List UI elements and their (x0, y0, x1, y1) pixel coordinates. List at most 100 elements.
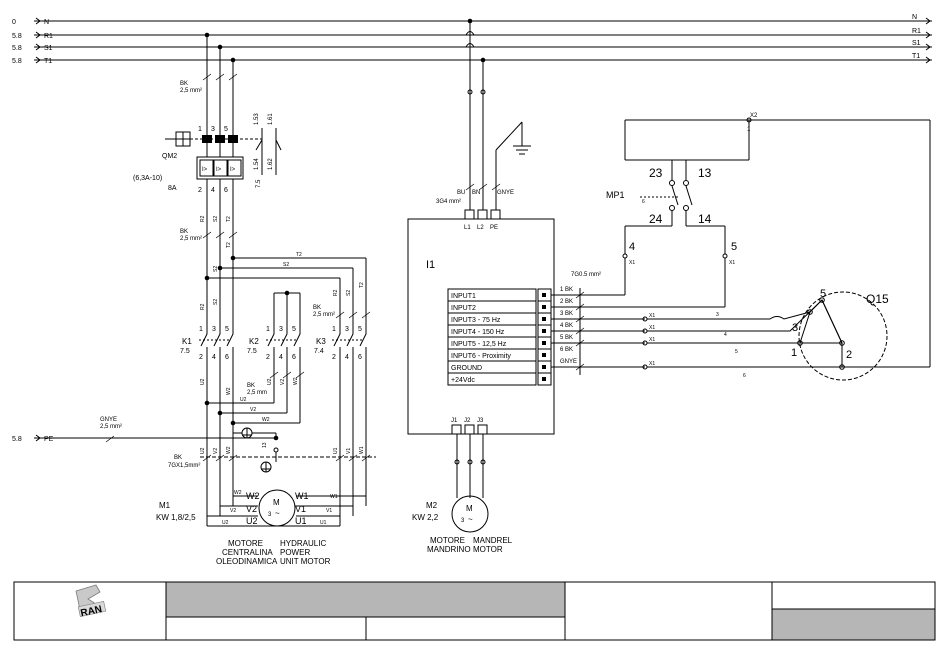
wire-label: 3 BK (560, 311, 573, 317)
cable-color: BK (180, 81, 188, 87)
contact-number: 1 (332, 326, 336, 333)
contact-number: 4 (279, 354, 283, 361)
cable-section: 2,5 mm² (313, 312, 335, 318)
rotary-name: Q15 (866, 292, 889, 306)
wire-label: S2 (213, 266, 219, 272)
motor-terminal: W2 (246, 491, 260, 501)
contact-number: 4 (212, 354, 216, 361)
drive-input-label: INPUT1 (451, 293, 476, 300)
wire-label: S2 (346, 290, 352, 296)
motor-caption: MOTORE (430, 536, 465, 545)
motor-name: M2 (426, 501, 438, 510)
motor-symbol: M (273, 498, 280, 507)
contact-number: 5 (292, 326, 296, 333)
selector-mp1: MP1 6 23 13 24 14 (606, 160, 712, 226)
aux-contact-label: 1.54 (254, 158, 260, 170)
motor-terminal: U1 (295, 516, 307, 526)
cable-section: 7G0.5 mm² (571, 272, 601, 278)
cable-section: 2,5 mm² (180, 236, 202, 242)
contactor-name: K1 (182, 337, 192, 346)
motor-caption: MOTOR (473, 545, 503, 554)
svg-text:~: ~ (275, 509, 280, 518)
wire-label: V2 (250, 407, 256, 413)
supply-label-s1: S1 (44, 45, 53, 52)
wire-label: U2 (200, 447, 206, 454)
cable-color: BK (174, 455, 182, 461)
motor-caption: MANDRINO (427, 545, 471, 554)
wire-color: BU (457, 190, 465, 196)
rotary-position: 3 (792, 322, 798, 334)
wire-color: BN (472, 190, 480, 196)
drive-terminal: J1 (451, 418, 458, 424)
wire-label: T2 (226, 242, 232, 248)
motor-phase: 3 (268, 512, 272, 518)
drive-terminal-strip (537, 288, 552, 386)
pe-label: PE (44, 436, 54, 443)
drive-terminal: L2 (477, 225, 484, 231)
motor-symbol: M (466, 504, 473, 513)
supply-label-n: N (44, 19, 49, 26)
motor-m2: M 3 ~ M2 KW 2,2 MOTORE MANDRINO MANDREL … (412, 495, 513, 554)
motor-wiring: U2 W2 U2 V2 W2 U2 V2 W2 BK 2,5 mm 13 (12, 362, 376, 527)
drive-input-label: INPUT6 - Proximity (451, 353, 511, 360)
wire-label: GNYE (560, 359, 577, 365)
supply-ref: 5.8 (12, 33, 22, 40)
wire-label: W2 (234, 490, 242, 496)
motor-terminal: U2 (246, 516, 258, 526)
selector-contact: 24 (649, 212, 663, 226)
supply-line-r1: 5.8 R1 R1 (12, 28, 932, 40)
supply-line-t1: 5.8 T1 T1 (12, 53, 932, 65)
contactor-k3: K3 7.4 1 3 5 2 4 6 (314, 325, 367, 362)
logo-text: RAN (80, 604, 103, 619)
drive-input-label: INPUT2 (451, 305, 476, 312)
wire-label: T2 (296, 252, 302, 258)
supply-label-n-right: N (912, 14, 917, 21)
motor-name: M1 (159, 501, 171, 510)
cable-section: 3G4 mm² (436, 199, 461, 205)
breaker-qm2: BK 2,5 mm² 1 3 5 I> I> I> QM2 (6,3A-10) … (133, 35, 282, 195)
wire-label: W2 (262, 417, 270, 423)
cable-section: 2,5 mm² (100, 424, 122, 430)
svg-text:I>: I> (216, 167, 222, 173)
terminal-number: 4 (211, 187, 215, 194)
breaker-name: QM2 (162, 153, 177, 160)
motor-terminal: V1 (295, 504, 306, 514)
wire-number: 4 (724, 332, 727, 338)
wire-label: 2 BK (560, 299, 573, 305)
motor-m1: M 3 ~ W2 W1 V2 V1 U2 U1 M1 KW 1,8/2,5 MO… (156, 489, 331, 566)
aux-contact-label: 1.62 (268, 158, 274, 170)
cable-color: BK (180, 229, 188, 235)
wire-label: U1 (333, 447, 339, 454)
selector-contact: 14 (698, 212, 712, 226)
contact-number: 2 (266, 354, 270, 361)
terminal-number: 5 (731, 241, 737, 253)
supply-line-n: 0 N N (12, 14, 932, 26)
terminal-number: 6 (224, 187, 228, 194)
selector-small-label: 6 (642, 199, 645, 205)
wire-label: U2 (200, 378, 206, 385)
contactor-name: K2 (249, 337, 259, 346)
terminal-number: 3 (211, 126, 215, 133)
motor-caption: CENTRALINA (222, 548, 273, 557)
wire-label: 13 (262, 442, 268, 448)
aux-contact-label: 1.53 (254, 113, 260, 125)
breaker-setting: 8A (168, 185, 177, 192)
drive-terminal: PE (490, 225, 498, 231)
contactor-ref: 7.5 (180, 348, 190, 355)
motor-caption: OLEODINAMICA (216, 557, 278, 566)
drive-input-label: INPUT4 - 150 Hz (451, 329, 505, 336)
contactor-ref: 7.5 (247, 348, 257, 355)
contactor-ref: 7.4 (314, 348, 324, 355)
wire-label: W1 (359, 446, 365, 454)
wire-label: 6 BK (560, 347, 573, 353)
terminal-label: X1 (629, 260, 635, 266)
wire-color: GNYE (497, 190, 514, 196)
wire-label: U1 (320, 520, 327, 526)
pe-ref: 5.8 (12, 436, 22, 443)
rotary-position: 2 (846, 349, 852, 361)
contact-number: 1 (266, 326, 270, 333)
terminal-number: 5 (224, 126, 228, 133)
contact-number: 6 (358, 354, 362, 361)
wire-label: 5 BK (560, 335, 573, 341)
contact-number: 2 (332, 354, 336, 361)
